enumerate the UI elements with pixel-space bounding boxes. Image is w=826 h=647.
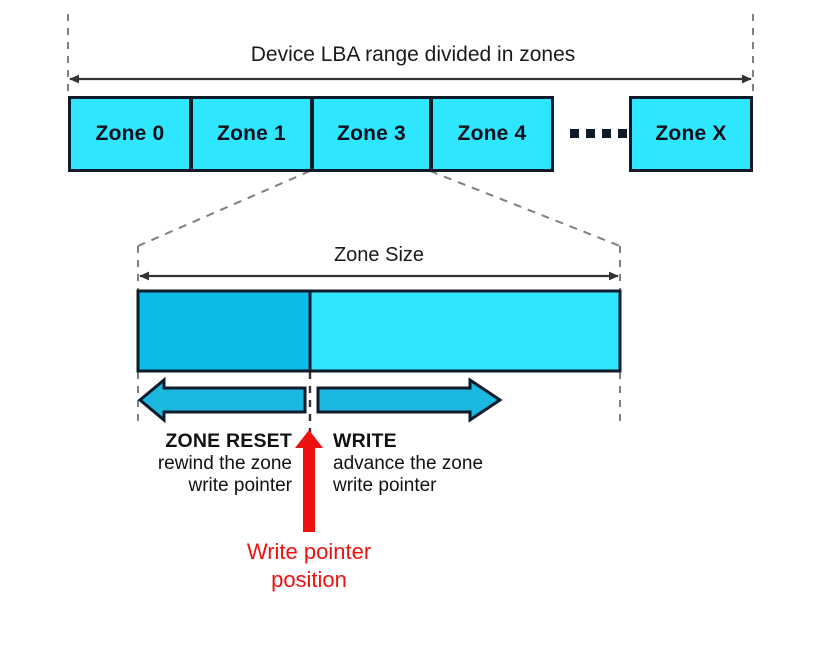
write-pointer-arrow: [295, 430, 323, 532]
zone-box-0-label: Zone 0: [95, 122, 165, 145]
zone-box-x[interactable]: Zone X: [629, 96, 753, 172]
write-caption-head: WRITE: [333, 430, 397, 452]
zone-box-4-label: Zone 4: [457, 122, 527, 145]
zone-size-label: Zone Size: [333, 244, 425, 266]
connector-left: [137, 170, 311, 247]
lba-range-title: Device LBA range divided in zones: [250, 43, 576, 66]
zone-detail-guides: [137, 246, 621, 432]
zone-box-4[interactable]: Zone 4: [430, 96, 554, 172]
zone-reset-caption: ZONE RESET rewind the zone write pointer: [60, 430, 292, 498]
zone-box-1-label: Zone 1: [217, 122, 286, 145]
zone-box-3[interactable]: Zone 3: [311, 96, 432, 172]
write-arrow: [316, 377, 503, 423]
zone-box-0[interactable]: Zone 0: [68, 96, 192, 172]
zone-reset-caption-line1: rewind the zone: [157, 453, 292, 474]
zone-detail-bar: [136, 289, 622, 373]
write-pointer-position-text: Write pointer position: [159, 538, 459, 593]
zone-box-1[interactable]: Zone 1: [190, 96, 313, 172]
zone-unwritten-region: [308, 289, 622, 373]
zones-ellipsis-icon: [570, 129, 627, 138]
write-caption-line2: write pointer: [333, 475, 437, 497]
zone-reset-caption-line2: write pointer: [188, 475, 293, 497]
connector-right: [429, 170, 621, 247]
zone-reset-arrow: [137, 376, 307, 424]
write-pointer-position-line2: position: [271, 566, 347, 592]
write-pointer-position-line1: Write pointer: [246, 539, 372, 564]
zone-box-x-label: Zone X: [655, 122, 727, 145]
write-caption-line1: advance the zone: [333, 453, 484, 474]
zone-written-region: [136, 289, 312, 373]
write-caption: WRITE advance the zone write pointer: [333, 430, 583, 498]
zone-box-3-label: Zone 3: [337, 122, 406, 145]
zoom-connector-lines: [137, 170, 621, 247]
zone-reset-caption-head: ZONE RESET: [165, 430, 292, 452]
